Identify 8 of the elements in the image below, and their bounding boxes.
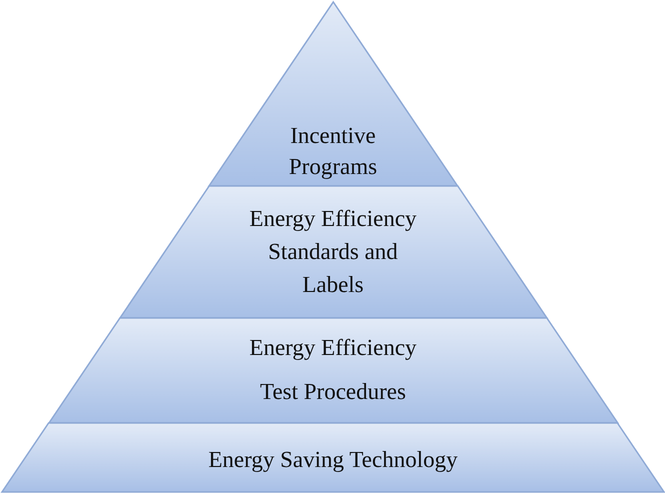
pyramid-tier — [208, 2, 458, 186]
tier-label: Energy Saving Technology — [207, 446, 459, 474]
pyramid-tier — [48, 318, 618, 423]
tier-label: Energy Efficiency Test Procedures — [248, 334, 418, 406]
tier-label: Incentive Programs — [288, 122, 378, 181]
tier-label: Energy Efficiency Standards and Labels — [248, 205, 418, 299]
pyramid-tier — [120, 186, 546, 318]
pyramid-tier — [2, 423, 664, 492]
